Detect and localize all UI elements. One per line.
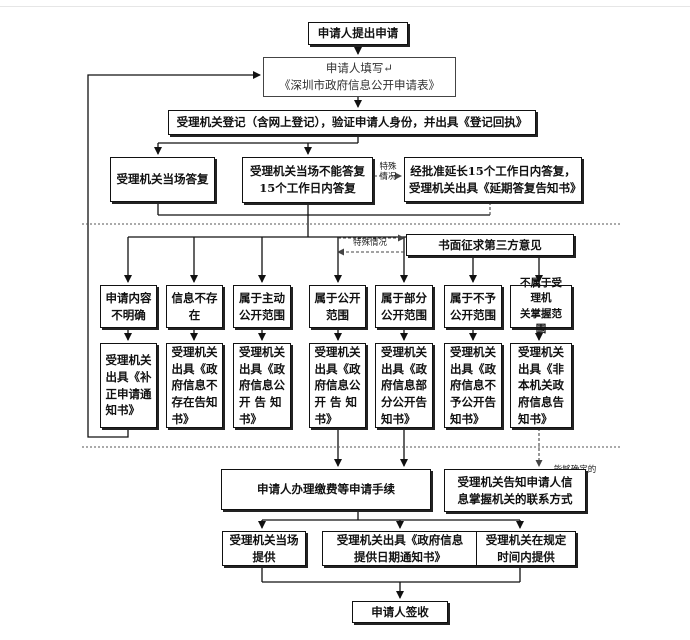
provide-time-box: 受理机关在规定 时间内提供 bbox=[476, 531, 576, 566]
notice-not-exist-text: 受理机关 出具《政 府信息不 存在告知 书》 bbox=[171, 344, 218, 426]
fill-form-text: 申请人填写↵ 《深圳市政府信息公开申请表》 bbox=[279, 61, 440, 92]
answer-on-spot-box: 受理机关当场答复 bbox=[110, 157, 215, 202]
cannot-answer-text: 受理机关当场不能答复 15个工作日内答复 bbox=[250, 164, 365, 195]
fees-box: 申请人办理缴费等申请手续 bbox=[221, 469, 431, 510]
special-case-note-2: 特殊情况 bbox=[346, 228, 394, 248]
fees-text: 申请人办理缴费等申请手续 bbox=[257, 482, 395, 497]
cat-unclear-text: 申请内容 不明确 bbox=[105, 290, 152, 322]
provide-notice-box: 受理机关出具《政府信息 提供日期通知书》 bbox=[322, 531, 478, 566]
special-case-note-1-text: 特殊 情况 bbox=[379, 162, 397, 183]
notice-not-public-text: 受理机关 出具《政 府信息不 予公开告 知书》 bbox=[450, 344, 496, 426]
inform-contact-box: 受理机关告知申请人信 息掌握机关的联系方式 bbox=[444, 469, 586, 512]
register-text: 受理机关登记（含网上登记），验证申请人身份，并出具《登记回执》 bbox=[176, 115, 528, 130]
inform-contact-text: 受理机关告知申请人信 息掌握机关的联系方式 bbox=[457, 474, 573, 506]
third-party-box: 书面征求第三方意见 bbox=[406, 234, 574, 256]
notice-not-held-text: 受理机关 出具《非 本机关政 府信息告 知书》 bbox=[518, 344, 564, 426]
cat-public-box: 属于公开 范围 bbox=[309, 285, 366, 328]
cat-not-held-text: 不属于受理机 关掌握范围 bbox=[520, 277, 562, 335]
cat-active-text: 属于主动 公开范围 bbox=[239, 290, 285, 322]
register-box: 受理机关登记（含网上登记），验证申请人身份，并出具《登记回执》 bbox=[168, 110, 536, 135]
fill-form-box: 申请人填写↵ 《深圳市政府信息公开申请表》 bbox=[263, 57, 456, 97]
extend-box: 经批准延长15个工作日内答复， 受理机关出具《延期答复告知书》 bbox=[404, 157, 582, 202]
cat-not-public-box: 属于不予 公开范围 bbox=[444, 285, 502, 328]
cat-public-text: 属于公开 范围 bbox=[314, 290, 361, 322]
arrow-loop-back-to-form bbox=[87, 71, 261, 438]
cat-partial-text: 属于部分 公开范围 bbox=[381, 290, 427, 322]
extend-text: 经批准延长15个工作日内答复， 受理机关出具《延期答复告知书》 bbox=[409, 163, 582, 195]
notice-not-held-box: 受理机关 出具《非 本机关政 府信息告 知书》 bbox=[510, 343, 572, 428]
cat-partial-box: 属于部分 公开范围 bbox=[375, 285, 433, 328]
provide-spot-text: 受理机关当场 提供 bbox=[229, 532, 299, 564]
provide-spot-box: 受理机关当场 提供 bbox=[222, 531, 306, 566]
notice-partial-box: 受理机关 出具《政 府信息部 分公开告 知书》 bbox=[375, 343, 433, 428]
notice-supplement-box: 受理机关 出具《补 正申请通 知书》 bbox=[100, 343, 157, 428]
notice-not-exist-box: 受理机关 出具《政 府信息不 存在告知 书》 bbox=[166, 343, 223, 428]
special-case-note-1: 特殊 情况 bbox=[376, 152, 400, 183]
sign-text: 申请人签收 bbox=[371, 604, 429, 619]
provide-notice-text: 受理机关出具《政府信息 提供日期通知书》 bbox=[336, 532, 464, 564]
cat-not-exist-text: 信息不存在 bbox=[171, 290, 218, 322]
cat-not-exist-box: 信息不存在 bbox=[166, 285, 223, 328]
start-text: 申请人提出申请 bbox=[317, 26, 399, 41]
cat-not-held-box: 不属于受理机 关掌握范围 bbox=[510, 277, 572, 335]
provide-time-text: 受理机关在规定 时间内提供 bbox=[485, 532, 567, 564]
notice-partial-text: 受理机关 出具《政 府信息部 分公开告 知书》 bbox=[381, 344, 427, 426]
third-party-text: 书面征求第三方意见 bbox=[438, 237, 542, 252]
notice-public-text: 受理机关 出具《政 府信息公 开 告 知 书》 bbox=[314, 344, 361, 426]
cat-not-public-text: 属于不予 公开范围 bbox=[450, 290, 496, 322]
answer-on-spot-text: 受理机关当场答复 bbox=[116, 172, 209, 187]
page-top-edge bbox=[0, 0, 690, 7]
start-box: 申请人提出申请 bbox=[308, 22, 408, 45]
special-case-note-2-text: 特殊情况 bbox=[352, 238, 387, 249]
cat-unclear-box: 申请内容 不明确 bbox=[100, 285, 157, 328]
notice-not-public-box: 受理机关 出具《政 府信息不 予公开告 知书》 bbox=[444, 343, 502, 428]
notice-supplement-text: 受理机关 出具《补 正申请通 知书》 bbox=[105, 353, 152, 418]
notice-public-box: 受理机关 出具《政 府信息公 开 告 知 书》 bbox=[309, 343, 366, 428]
notice-active-text: 受理机关 出具《政 府信息公 开 告 知 书》 bbox=[239, 344, 285, 426]
sign-box: 申请人签收 bbox=[352, 601, 448, 623]
cannot-answer-box: 受理机关当场不能答复 15个工作日内答复 bbox=[242, 157, 373, 203]
notice-active-box: 受理机关 出具《政 府信息公 开 告 知 书》 bbox=[233, 343, 291, 428]
cat-active-box: 属于主动 公开范围 bbox=[233, 285, 291, 328]
